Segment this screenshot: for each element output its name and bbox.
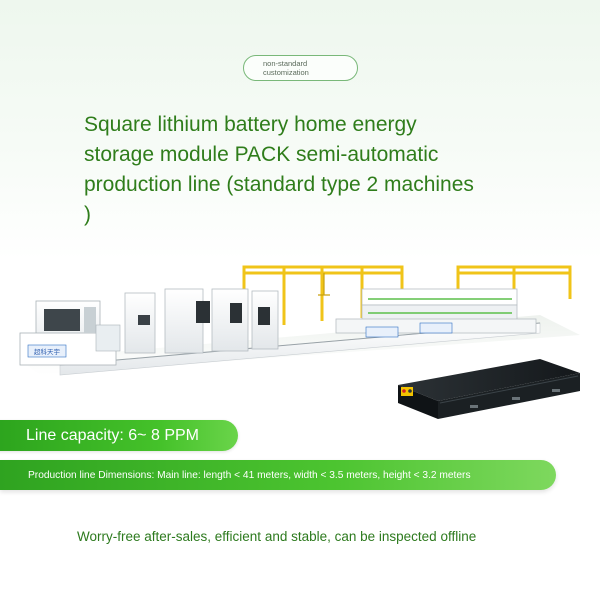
production-line-illustration: 超科天宇: [19, 265, 580, 419]
title-line-3: production line (standard type 2 machine…: [84, 173, 474, 196]
machine-logo-plate: 超科天宇: [27, 322, 453, 358]
tag-line-1: non-standard: [263, 59, 308, 68]
pack-terminal-cover: [401, 387, 413, 396]
loading-station: [19, 300, 121, 366]
capacity-banner: [0, 420, 238, 451]
after-sales-statement: Worry-free after-sales, efficient and st…: [77, 529, 477, 544]
title-line-4: ): [84, 203, 91, 226]
dimensions-banner: [0, 460, 556, 490]
pack-terminal-negative: [408, 389, 412, 393]
tag-line-2: customization: [263, 68, 309, 77]
machine-cabinets: [124, 288, 279, 354]
header-background: [0, 0, 600, 260]
customization-tag: non-standard customization: [243, 55, 358, 81]
pack-terminal-positive: [402, 389, 406, 393]
gantry-hoist: [318, 273, 330, 296]
product-title: Square lithium battery home energy stora…: [84, 110, 544, 230]
title-line-2: storage module PACK semi-automatic: [84, 143, 439, 166]
machine-logo-text: 超科天宇: [34, 347, 61, 356]
capacity-text: Line capacity: 6~ 8 PPM: [26, 427, 199, 444]
battery-pack-module: [398, 359, 580, 419]
rack-shelves: [368, 298, 512, 314]
dimensions-text: Production line Dimensions: Main line: l…: [28, 470, 471, 481]
title-line-1: Square lithium battery home energy: [84, 113, 417, 136]
